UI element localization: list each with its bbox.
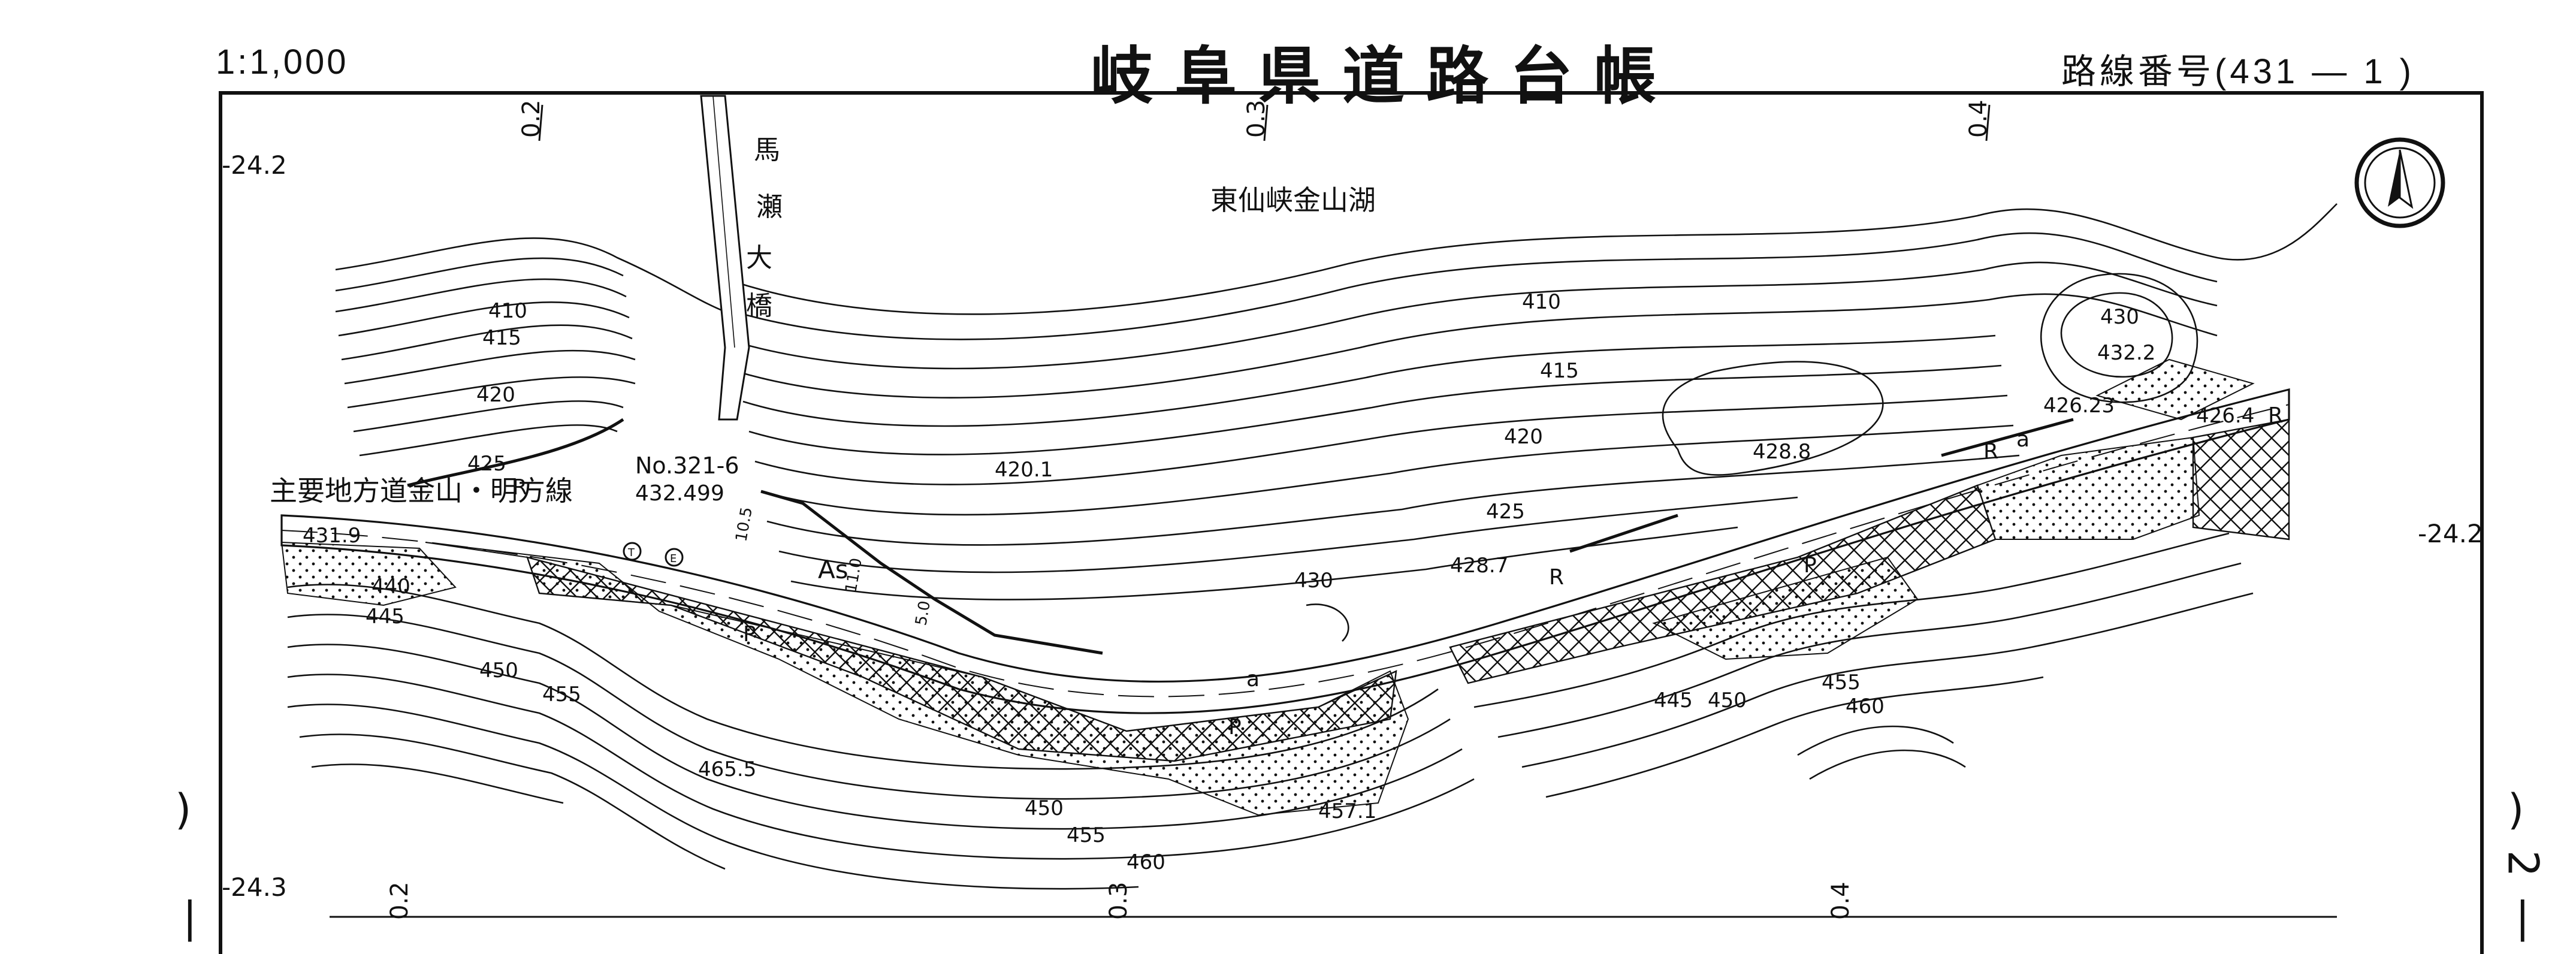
- spot-height-457-1: 457.1: [1318, 799, 1376, 823]
- guardrails: [407, 418, 2074, 655]
- left-bracket-mark: ): [175, 785, 192, 834]
- dotted-areas: [280, 358, 2255, 816]
- left-dash-mark: |: [183, 893, 197, 942]
- ref-mark-left-bottom: -24.3: [222, 873, 287, 902]
- symbol-rail-r-middle: R: [1549, 565, 1564, 590]
- contour-label-455-south: 455: [1067, 823, 1106, 847]
- symbol-a-road-east: a: [2016, 427, 2030, 452]
- bridge-name-char-2: 瀬: [756, 192, 783, 222]
- contour-label-420-west: 420: [476, 383, 515, 407]
- contour-label-450-south: 450: [1025, 796, 1064, 820]
- contour-label-425: 425: [1486, 500, 1525, 524]
- sheet-title: 岐阜県道路台帳: [1091, 40, 1678, 113]
- road-width-5-0: 5.0: [912, 599, 934, 627]
- ref-mark-right: -24.2: [2418, 519, 2483, 548]
- contour-lines-north: [335, 203, 2338, 642]
- contour-label-425-west: 425: [467, 452, 506, 476]
- benchmark-elevation-label: 432.499: [635, 481, 724, 506]
- electric-pole-marker: [665, 548, 684, 567]
- road-width-10-5: 10.5: [732, 506, 756, 543]
- bridge-name-label: 馬 瀬 大 橋: [746, 135, 783, 321]
- contour-label-450-east: 450: [1708, 689, 1747, 713]
- contour-label-430: 430: [1294, 569, 1333, 593]
- km-label-bottom-0-3: 0.3: [1105, 881, 1133, 920]
- map-scale: 1:1,000: [216, 43, 349, 81]
- symbol-p-east: P: [1804, 553, 1817, 578]
- road-name-label: 主要地方道金山・明方線: [270, 475, 573, 507]
- contour-label-450: 450: [479, 659, 518, 683]
- north-arrow-icon: [2354, 137, 2445, 228]
- contour-label-455-east: 455: [1822, 671, 1861, 695]
- symbol-a-road: a: [1246, 667, 1260, 692]
- telephone-pole-marker: [623, 542, 642, 561]
- km-label-bottom-0-4: 0.4: [1827, 881, 1855, 920]
- surface-type-label: As: [818, 555, 848, 584]
- road-corridor: [280, 388, 2290, 714]
- bridge-name-char-4: 橋: [746, 291, 772, 321]
- right-bracket-mark: ): [2508, 785, 2524, 834]
- contour-label-455: 455: [542, 683, 581, 707]
- spot-height-432-2: 432.2: [2097, 341, 2155, 365]
- symbol-t: T: [627, 547, 635, 559]
- contour-label-410: 410: [1522, 290, 1561, 314]
- spot-height-428-8: 428.8: [1753, 440, 1811, 464]
- contour-labels: 410 415 420 425 410 415 420 425 430 430 …: [366, 290, 2139, 874]
- map-symbols: R R R R P P P a a T E: [512, 403, 2283, 739]
- km-label-bottom-0-2: 0.2: [386, 881, 413, 920]
- symbol-rail-r: R: [512, 475, 527, 500]
- symbol-rail-r-east: R: [1983, 439, 1998, 464]
- spot-height-426-4: 426.4: [2196, 404, 2254, 428]
- route-number: 路線番号(431 — 1 ): [2061, 52, 2415, 91]
- contour-label-430-east: 430: [2100, 305, 2139, 329]
- symbol-e: E: [670, 553, 677, 565]
- map-frame: [219, 91, 2484, 954]
- contour-label-415: 415: [1540, 359, 1579, 383]
- spot-height-428-7: 428.7: [1450, 554, 1508, 578]
- benchmark-id-label: No.321-6: [635, 452, 739, 479]
- spot-height-431-9: 431.9: [303, 524, 361, 548]
- contour-label-440: 440: [372, 575, 410, 599]
- contour-label-445-east: 445: [1654, 689, 1693, 713]
- contour-label-445: 445: [366, 605, 404, 629]
- spot-heights: 431.9 420.1 428.7 428.8 426.23 426.4 432…: [303, 341, 2254, 823]
- bridge-name-char-3: 大: [746, 243, 772, 273]
- spot-height-426-23: 426.23: [2043, 394, 2115, 418]
- ref-mark-left-top: -24.2: [222, 150, 287, 180]
- contour-label-460-east: 460: [1846, 695, 1885, 718]
- symbol-p-west: P: [743, 622, 756, 647]
- spot-height-420-1: 420.1: [995, 458, 1053, 482]
- bridge: [700, 95, 750, 421]
- contour-label-415-west: 415: [482, 326, 521, 350]
- right-dash-mark: |: [2515, 893, 2530, 942]
- contour-label-410-west: 410: [488, 299, 527, 323]
- symbol-rail-r-end: R: [2268, 403, 2283, 428]
- symbol-p-middle: P: [1228, 715, 1242, 739]
- contour-label-460-south: 460: [1127, 850, 1165, 874]
- lake-name-label: 東仙峡金山湖: [1210, 184, 1376, 216]
- contour-label-420: 420: [1504, 425, 1543, 449]
- bridge-name-char-1: 馬: [754, 135, 780, 165]
- spot-height-465-5: 465.5: [698, 757, 756, 781]
